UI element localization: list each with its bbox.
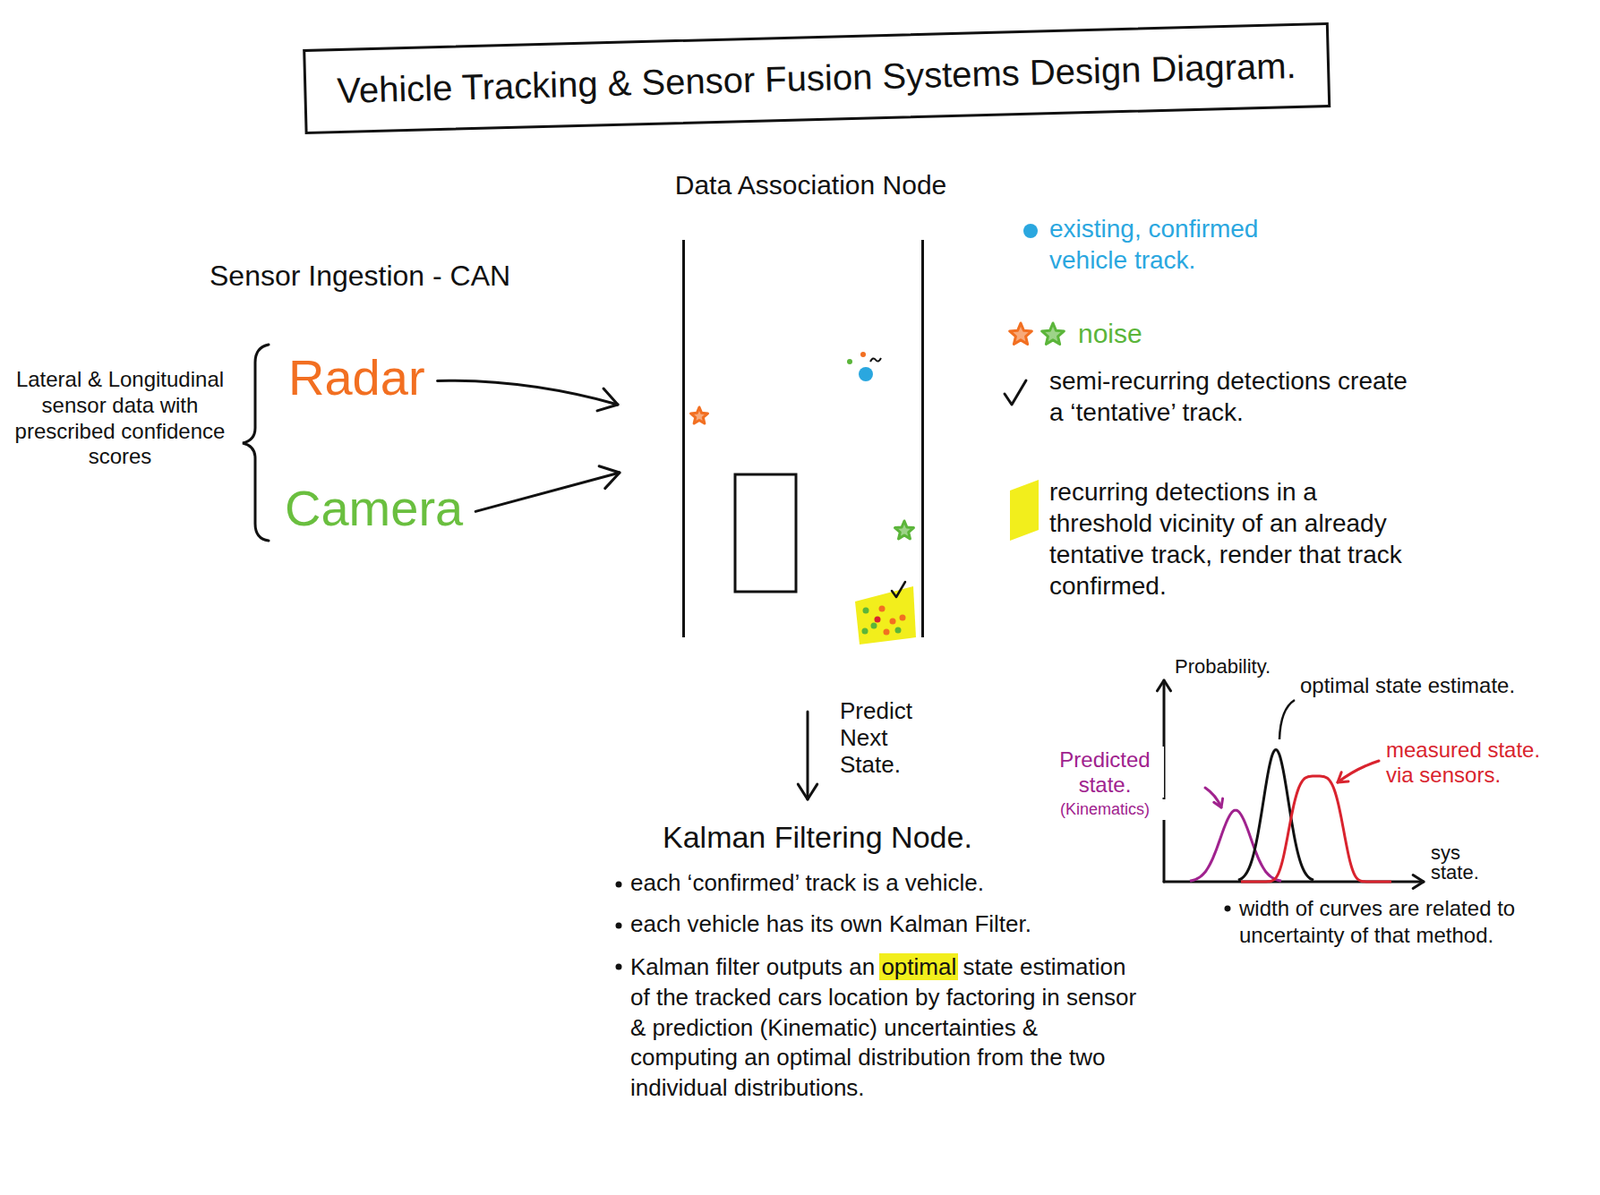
highlight-mark [879, 953, 959, 981]
section-heading: Sensor Ingestion - CAN [209, 259, 511, 293]
detection-squiggle [870, 358, 882, 362]
legend-text: existing, confirmed vehicle track. [1049, 213, 1301, 276]
detection-dot [879, 606, 886, 613]
detection-dot [899, 615, 907, 622]
leader-line [1279, 700, 1295, 740]
node-heading: Data Association Node [644, 170, 977, 201]
curve-label: Predicted state. [1045, 746, 1164, 798]
axis-label: sys state. [1430, 843, 1496, 883]
association-band: Data Association Node [644, 170, 977, 645]
detection-dot [874, 616, 882, 624]
detection-dot [883, 629, 890, 636]
sensor-arrow-head [597, 388, 618, 411]
detection-dot [860, 351, 866, 358]
state-axis-head [1412, 874, 1424, 889]
sensor-arrow-head [598, 466, 620, 489]
detection-dot [889, 618, 897, 625]
legend-patch [1009, 479, 1039, 541]
bullet-text: Kalman filter outputs an optimal state e… [630, 952, 1141, 1104]
detection-dot [863, 607, 870, 615]
detection-dot [895, 627, 902, 634]
axis-label: Probability. [1174, 655, 1271, 678]
detection-dot [862, 628, 869, 635]
leader-line [1337, 761, 1379, 783]
noise-star [690, 407, 708, 424]
diagram-title: Vehicle Tracking & Sensor Fusion Systems… [302, 22, 1331, 135]
predict-arrow-head [797, 784, 817, 800]
sensor-name: Radar [288, 349, 426, 407]
curve-label: measured state. via sensors. [1386, 737, 1566, 788]
legend-text: noise [1078, 316, 1143, 351]
note-text: Lateral & Longitudinal sensor data with … [7, 367, 233, 471]
curly-brace [242, 344, 269, 541]
bullet-text: each ‘confirmed’ track is a vehicle. [630, 870, 984, 898]
legend-dot [1023, 223, 1038, 239]
section-heading: Kalman Filtering Node. [662, 820, 973, 856]
confirmed-track-dot [858, 367, 873, 382]
predict-arrow [806, 711, 810, 800]
curve-sublabel: (Kinematics) [1042, 799, 1168, 821]
leader-line-head [1214, 798, 1224, 808]
bullet-dot [616, 923, 623, 930]
bullet-dot [616, 964, 623, 971]
curve-label: optimal state estimate. [1300, 673, 1515, 699]
vehicle-box [735, 474, 796, 592]
bullet-text: each vehicle has its own Kalman Filter. [630, 911, 1032, 939]
legend-text: semi-recurring detections create a ‘tent… [1049, 365, 1426, 428]
detection-dot [871, 623, 878, 630]
tentative-check [891, 581, 906, 598]
probability-axis-head [1156, 680, 1171, 692]
measured-curve [1240, 776, 1392, 882]
detection-dot [847, 359, 853, 365]
sensor-arrow [437, 380, 618, 405]
sensor-name: Camera [284, 479, 463, 538]
bullet-dot [1224, 905, 1232, 912]
confirmed-region [855, 586, 916, 645]
legend-star [1042, 323, 1065, 345]
note-text: width of curves are related to uncertain… [1239, 895, 1584, 950]
predicted-curve [1189, 810, 1282, 882]
legend-check [1004, 380, 1027, 405]
bullet-dot [616, 881, 623, 889]
leader-line-head [1337, 772, 1349, 783]
legend-text: recurring detections in a threshold vici… [1049, 476, 1426, 602]
optimal-curve [1238, 750, 1314, 882]
sensor-arrow [475, 472, 620, 512]
legend-star [1009, 323, 1033, 345]
edge-label: Predict Next State. [839, 698, 939, 779]
noise-star [895, 521, 915, 540]
band-lines [682, 239, 925, 638]
